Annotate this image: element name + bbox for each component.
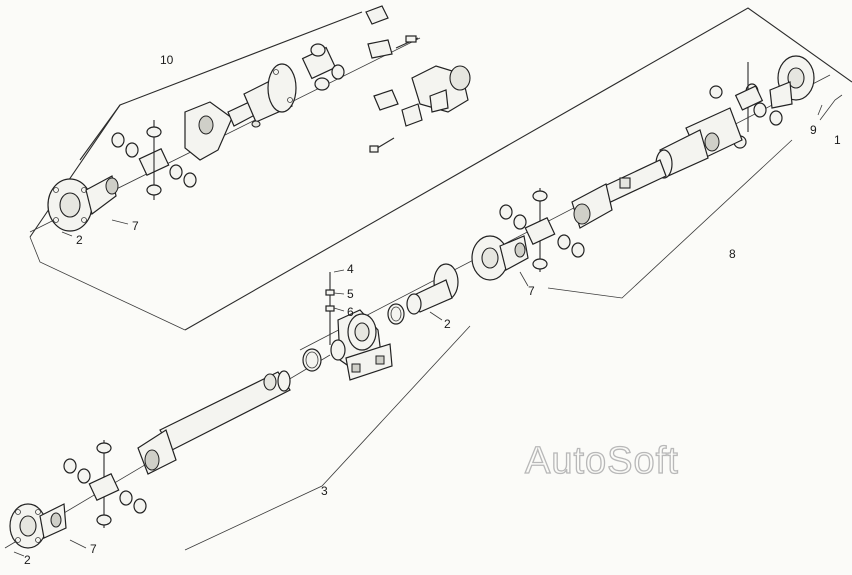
callout-5: 5 xyxy=(347,287,354,301)
watermark-text: AutoSoft xyxy=(525,440,679,482)
lower-flange-yoke xyxy=(9,503,67,549)
center-support-bearing xyxy=(302,272,393,381)
callout-labels: 1 2 2 2 3 4 5 6 7 7 7 8 9 10 xyxy=(24,53,841,567)
middle-cross-spider xyxy=(499,188,585,272)
callout-8: 8 xyxy=(729,247,736,261)
leader-lines xyxy=(13,94,843,557)
callout-4: 4 xyxy=(347,262,354,276)
callout-7-middle: 7 xyxy=(528,284,535,298)
callout-1: 1 xyxy=(834,133,841,147)
upper-right-bracket xyxy=(411,65,471,113)
callout-7-lower: 7 xyxy=(90,542,97,556)
callout-10: 10 xyxy=(160,53,174,67)
middle-flange-yoke xyxy=(471,235,529,281)
middle-right-flange xyxy=(709,55,815,149)
callout-2-lower: 2 xyxy=(24,553,31,567)
callout-9: 9 xyxy=(810,123,817,137)
lower-cross-spider xyxy=(63,440,147,528)
middle-stub-flange xyxy=(387,263,459,325)
middle-slip-yoke xyxy=(655,107,743,179)
callout-6: 6 xyxy=(347,305,354,319)
upper-left-flange-yoke xyxy=(47,175,119,232)
upper-left-yoke-tube xyxy=(184,63,297,161)
lower-tube xyxy=(137,370,291,475)
middle-tube xyxy=(571,159,667,229)
callout-2-upper: 2 xyxy=(76,233,83,247)
callout-3: 3 xyxy=(321,484,328,498)
upper-center-cross-and-caps xyxy=(301,5,423,153)
callout-2-middle: 2 xyxy=(444,317,451,331)
callout-7-upper: 7 xyxy=(132,219,139,233)
upper-left-cross-spider xyxy=(111,120,197,200)
